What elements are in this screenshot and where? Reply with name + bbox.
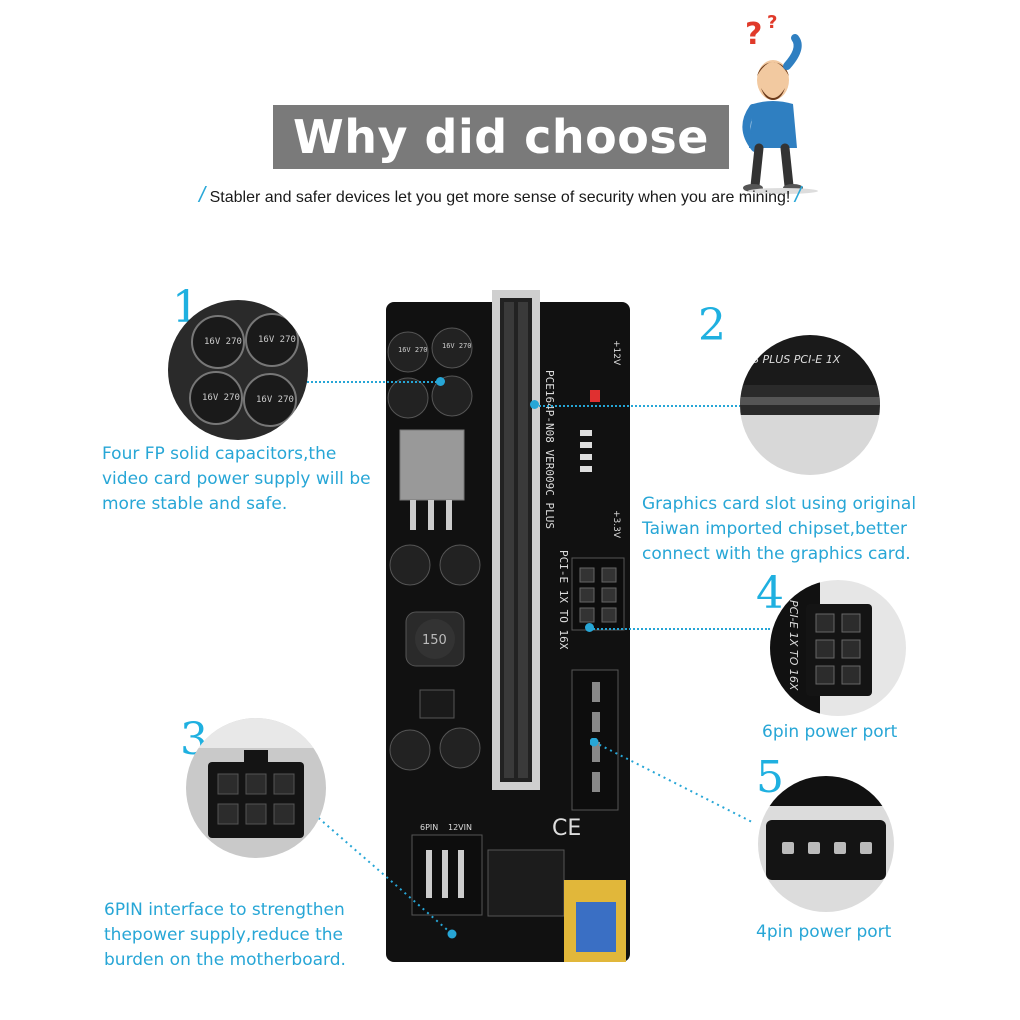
board-pcie-text: PCI-E 1X TO 16X [557,550,570,650]
riser-board: 16V 270 16V 270 150 PCE164P-N08 VER009C … [386,290,630,962]
connector-line-3 [313,813,457,939]
feature-label-5: 4pin power port [756,922,892,942]
connector-line-4 [590,628,770,630]
feature-number-4: 4 [756,568,784,619]
subtitle: / Stabler and safer devices let you get … [150,182,850,208]
inductor-label: 150 [422,633,447,648]
voltage-12-text: +12V [611,340,621,366]
pin-label-6pin: 6PIN [420,823,438,832]
dot-1 [436,377,445,386]
ce-mark: CE [552,816,581,841]
subtitle-text: Stabler and safer devices let you get mo… [209,189,791,206]
capacitor-label: 16V 270 [202,393,240,403]
capacitor-label: 16V 270 [258,335,296,345]
board-model-text: PCE164P-N08 VER009C PLUS [543,370,556,529]
capacitor-label: 16V 270 [204,337,242,347]
slot-zoom-image: S PLUS PCI-E 1X [740,335,880,475]
person-shadow [748,188,818,194]
connector-line-5 [590,738,753,823]
title-banner [273,105,729,169]
capacitor-zoom-image: 16V 270 16V 270 16V 270 16V 270 [168,300,308,440]
voltage-33-text: +3.3V [611,510,621,539]
4pin-port-zoom-image [758,776,894,912]
slash-icon: / [199,182,206,207]
capacitor-label: 16V 270 [442,342,472,350]
feature-number-2: 2 [698,300,726,351]
slot-zoom-text: S PLUS PCI-E 1X [752,353,841,366]
feature-label-4: 6pin power port [762,722,898,742]
connector-line-2 [535,405,745,407]
capacitor-group-top [387,327,473,419]
page-title: Why did choose us [293,110,709,228]
connector-line-1 [300,381,440,383]
dot-2 [530,400,539,409]
feature-number-5: 5 [756,752,784,803]
feature-description-2: Graphics card slot using original Taiwan… [642,494,917,564]
dot-4 [585,623,594,632]
capacitor-label: 16V 270 [256,395,294,405]
port-zoom-text: PCI-E 1X TO 16X [787,600,800,691]
question-mark-icon: ? [745,17,762,52]
confused-person-illustration: ? ? [742,12,803,192]
6pin-interface-zoom-image [186,718,326,858]
capacitor-label: 16V 270 [398,346,428,354]
feature-description-3: 6PIN interface to strengthen thepower su… [104,900,346,970]
question-mark-icon: ? [767,12,777,33]
pin-label-12vin: 12VIN [448,823,472,832]
6pin-port-zoom-image: PCI-E 1X TO 16X [770,580,906,716]
slash-icon: / [794,182,801,207]
feature-description-1: Four FP solid capacitors,the video card … [102,444,371,514]
